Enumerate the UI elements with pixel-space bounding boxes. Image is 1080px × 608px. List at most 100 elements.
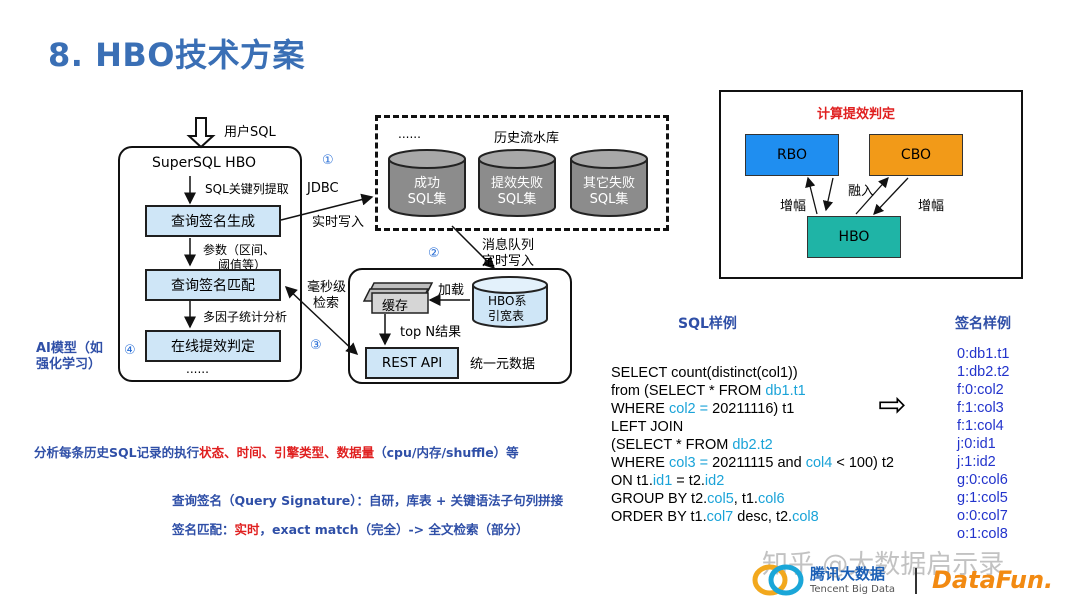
hbo-table-line1: HBO系 (488, 294, 527, 308)
analysis-note-a: 分析每条历史SQL记录的执行 (34, 445, 200, 460)
ms-search-line1: 毫秒级 (307, 280, 347, 295)
sql-highlight: col5 (707, 491, 734, 507)
boost-left-label: 增幅 (780, 199, 807, 214)
online-efficiency-judgement-box: 在线提效判定 (145, 330, 281, 362)
signature-item: f:1:col3 (957, 400, 1004, 416)
sql-text: WHERE (611, 455, 669, 471)
rbo-box: RBO (745, 134, 839, 176)
marker-3: ③ (310, 338, 322, 353)
topn-label: top N结果 (400, 325, 462, 340)
ai-model-line1: AI模型（如 (36, 341, 103, 356)
history-label: 历史流水库 (494, 131, 560, 146)
ms-search-line2: 检索 (313, 296, 340, 311)
signature-item: o:0:col7 (957, 508, 1008, 524)
sql-highlight: col3 = (669, 455, 709, 471)
marker-2: ② (428, 246, 440, 261)
sql-highlight: col7 (706, 509, 734, 525)
sql-sample: SELECT count(distinct(col1))from (SELECT… (611, 364, 894, 526)
signature-item: 0:db1.t1 (957, 346, 1010, 362)
cyl3-label: 其它失败 SQL集 (571, 176, 647, 208)
cyl2-label: 提效失败 SQL集 (479, 176, 555, 208)
sql-line: WHERE col2 = 20211116) t1 (611, 400, 894, 418)
sql-highlight: col8 (792, 509, 819, 525)
tencent-logo-icon (752, 564, 804, 596)
sql-text: GROUP BY t2. (611, 491, 708, 507)
cyl1-line1: 成功 (413, 176, 440, 191)
queue-line1: 消息队列 (482, 238, 535, 253)
tencent-en: Tencent Big Data (810, 584, 896, 595)
unified-data-label: 统一元数据 (470, 357, 536, 372)
page-title: 8. HBO技术方案 (48, 36, 305, 74)
cyl1-line2: SQL集 (407, 192, 447, 207)
cyl3-line2: SQL集 (589, 192, 629, 207)
history-store-panel (375, 115, 669, 231)
sql-line: GROUP BY t2.col5, t1.col6 (611, 490, 894, 508)
cyl2-line2: SQL集 (497, 192, 537, 207)
signature-item: f:0:col2 (957, 382, 1004, 398)
sql-line: ORDER BY t1.col7 desc, t2.col8 (611, 508, 894, 526)
marker-4: ④ (124, 343, 136, 358)
cylinder-boost-fail (478, 149, 556, 217)
step2-note-line2: 阈值等） (218, 258, 267, 272)
cyl2-line1: 提效失败 (490, 176, 543, 191)
history-cylinders (388, 149, 648, 217)
sql-line: WHERE col3 = 20211115 and col4 < 100) t2 (611, 454, 894, 472)
signature-note: 查询签名（Query Signature）：自研，库表 + 关键语法子句列拼接 (172, 493, 564, 508)
sql-text: = t2. (672, 473, 705, 489)
sql-highlight: id2 (704, 473, 725, 489)
user-sql-arrow (186, 117, 216, 149)
signature-sample: 0:db1.t1 1:db2.t2 f:0:col2 f:1:col3 f:1:col4… (957, 345, 1009, 543)
load-label: 加载 (438, 283, 465, 298)
sql-highlight: col2 = (669, 401, 709, 417)
sql-highlight: col4 (805, 455, 833, 471)
cbo-box: CBO (869, 134, 963, 176)
sql-text: ORDER BY t1. (611, 509, 707, 525)
compute-title: 计算提效判定 (817, 107, 896, 122)
sql-text: , t1. (733, 491, 758, 507)
step1-note: SQL关键列提取 (205, 182, 289, 196)
sql-text: desc, t2. (733, 509, 793, 525)
sql-highlight: db2.t2 (732, 437, 773, 453)
sql-highlight: id1 (652, 473, 673, 489)
realtime-write-label: 实时写入 (312, 215, 365, 230)
boost-right-label: 增幅 (918, 199, 945, 214)
sql-line: SELECT count(distinct(col1)) (611, 364, 894, 382)
matching-note-c: ，exact match（完全）-> 全文检索（部分） (259, 522, 529, 537)
signature-item: j:1:id2 (957, 454, 996, 470)
marker-1: ① (322, 153, 334, 168)
sql-line: from (SELECT * FROM db1.t1 (611, 382, 894, 400)
unified-metadata-panel (348, 268, 572, 384)
sql-text: (SELECT * FROM (611, 437, 733, 453)
tencent-cn: 腾讯大数据 (810, 565, 886, 583)
cache-label: 缓存 (382, 299, 409, 314)
hbo-box: HBO (807, 216, 901, 258)
supersql-hbo-panel (118, 146, 302, 382)
sql-text: LEFT JOIN (611, 419, 684, 435)
jdbc-label: JDBC (307, 181, 339, 196)
cyl1-label: 成功 SQL集 (389, 176, 465, 208)
datafun-logo: DataFun. (932, 566, 1054, 594)
merge-label: 融入 (848, 184, 875, 199)
sql-text: WHERE (611, 401, 669, 417)
signature-item: f:1:col4 (957, 418, 1004, 434)
sql-text: < 100) t2 (832, 455, 894, 471)
sql-text: SELECT count(distinct(col1)) (611, 365, 798, 381)
sql-highlight: col6 (757, 491, 785, 507)
analysis-note-c: （cpu/内存/shuffle）等 (374, 445, 519, 460)
left-ellipsis: ...... (186, 362, 209, 376)
sql-line: ON t1.id1 = t2.id2 (611, 472, 894, 490)
matching-note-b: 实时 (234, 522, 260, 537)
sql-line: (SELECT * FROM db2.t2 (611, 436, 894, 454)
user-sql-label: 用户SQL (224, 125, 276, 140)
signature-sample-header: 签名样例 (955, 316, 1011, 332)
history-ellipsis: ...... (398, 127, 421, 141)
sql-sample-header: SQL样例 (678, 316, 737, 332)
compute-panel (719, 90, 1023, 279)
hbo-table-cylinder (472, 276, 548, 328)
ai-model-line2: 强化学习） (36, 357, 102, 372)
signature-item: o:1:col8 (957, 526, 1008, 542)
sql-text: 20211116) t1 (708, 401, 795, 417)
query-signature-matching-box: 查询签名匹配 (145, 269, 281, 301)
signature-item: 1:db2.t2 (957, 364, 1010, 380)
step2-note-line1: 参数（区间、 (203, 243, 276, 257)
